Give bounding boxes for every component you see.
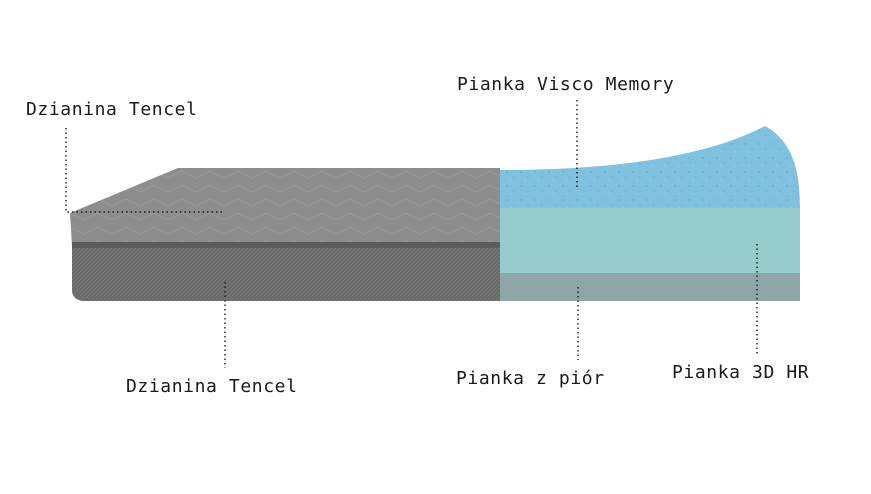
label-side-fabric: Dzianina Tencel (126, 376, 298, 397)
leader-lines (65, 100, 758, 368)
foam-layers (500, 126, 800, 301)
hr-foam-layer (500, 208, 800, 273)
leader-top-left (65, 128, 222, 213)
fabric-side (72, 248, 500, 301)
fabric-seam (72, 242, 500, 248)
feather-foam-layer (500, 273, 800, 301)
label-visco-memory-foam: Pianka Visco Memory (457, 74, 675, 95)
label-feather-foam: Pianka z piór (456, 368, 605, 389)
fabric-cover (70, 168, 500, 301)
label-top-fabric: Dzianina Tencel (26, 99, 198, 120)
label-3d-hr-foam: Pianka 3D HR (672, 362, 810, 383)
